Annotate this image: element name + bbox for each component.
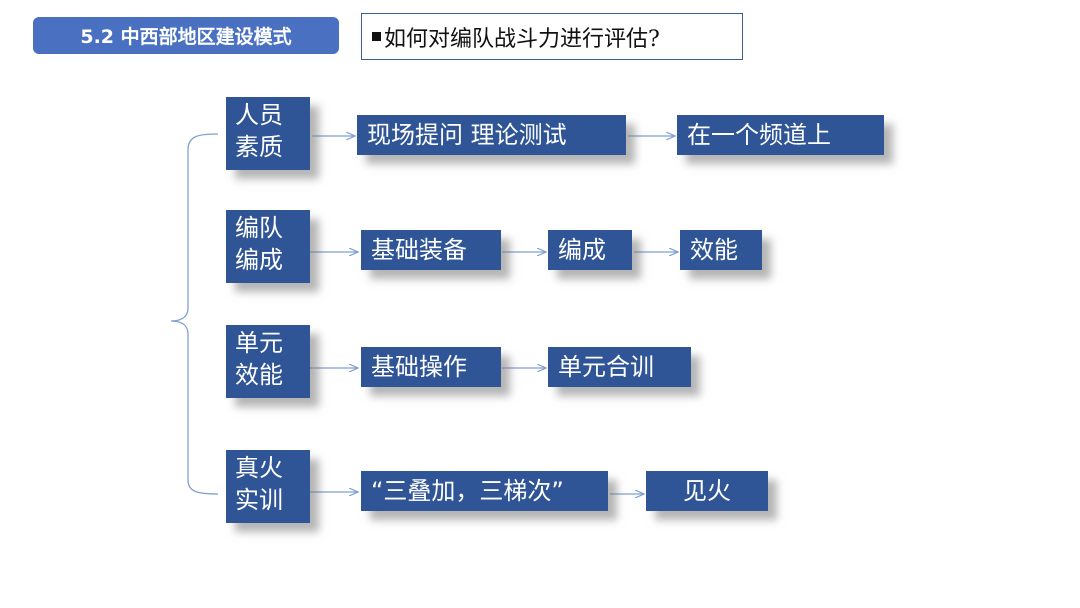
category-label-line1: 真火: [235, 454, 283, 482]
step-box: 效能: [680, 230, 762, 270]
step-box: 单元合训: [548, 347, 691, 387]
category-label-line1: 编队: [235, 214, 283, 242]
category-unit-effectiveness: 单元 效能: [226, 325, 310, 398]
category-label-line2: 效能: [235, 361, 283, 389]
section-title-tab: 5.2 中西部地区建设模式: [33, 17, 339, 54]
category-label-line2: 实训: [235, 486, 283, 514]
step-box: “三叠加，三梯次”: [361, 471, 608, 511]
step-box: 在一个频道上: [677, 115, 884, 155]
step-label: 现场提问 理论测试: [367, 121, 567, 149]
step-box: 基础装备: [361, 230, 501, 270]
question-text: 如何对编队战斗力进行评估?: [384, 26, 660, 52]
category-label-line1: 单元: [235, 329, 283, 357]
step-label: 编成: [558, 236, 606, 264]
category-label-line2: 编成: [235, 246, 283, 274]
category-personnel-quality: 人员 素质: [226, 97, 310, 170]
category-live-fire-training: 真火 实训: [226, 450, 310, 523]
section-title: 5.2 中西部地区建设模式: [80, 26, 292, 48]
step-box: 基础操作: [361, 347, 501, 387]
step-label: 在一个频道上: [687, 121, 831, 149]
step-box: 编成: [548, 230, 632, 270]
step-label: 效能: [690, 236, 738, 264]
category-formation: 编队 编成: [226, 210, 310, 283]
square-bullet-icon: [372, 32, 381, 41]
step-label: 单元合训: [558, 353, 654, 381]
step-label: 见火: [683, 477, 731, 505]
step-box: 现场提问 理论测试: [357, 115, 626, 155]
curly-brace: [170, 133, 219, 495]
question-box: 如何对编队战斗力进行评估?: [361, 13, 743, 60]
category-label-line1: 人员: [235, 101, 283, 129]
step-box: 见火: [646, 471, 768, 511]
category-label-line2: 素质: [235, 133, 283, 161]
step-label: 基础操作: [371, 353, 467, 381]
step-label: 基础装备: [371, 236, 467, 264]
step-label: “三叠加，三梯次”: [371, 477, 564, 505]
